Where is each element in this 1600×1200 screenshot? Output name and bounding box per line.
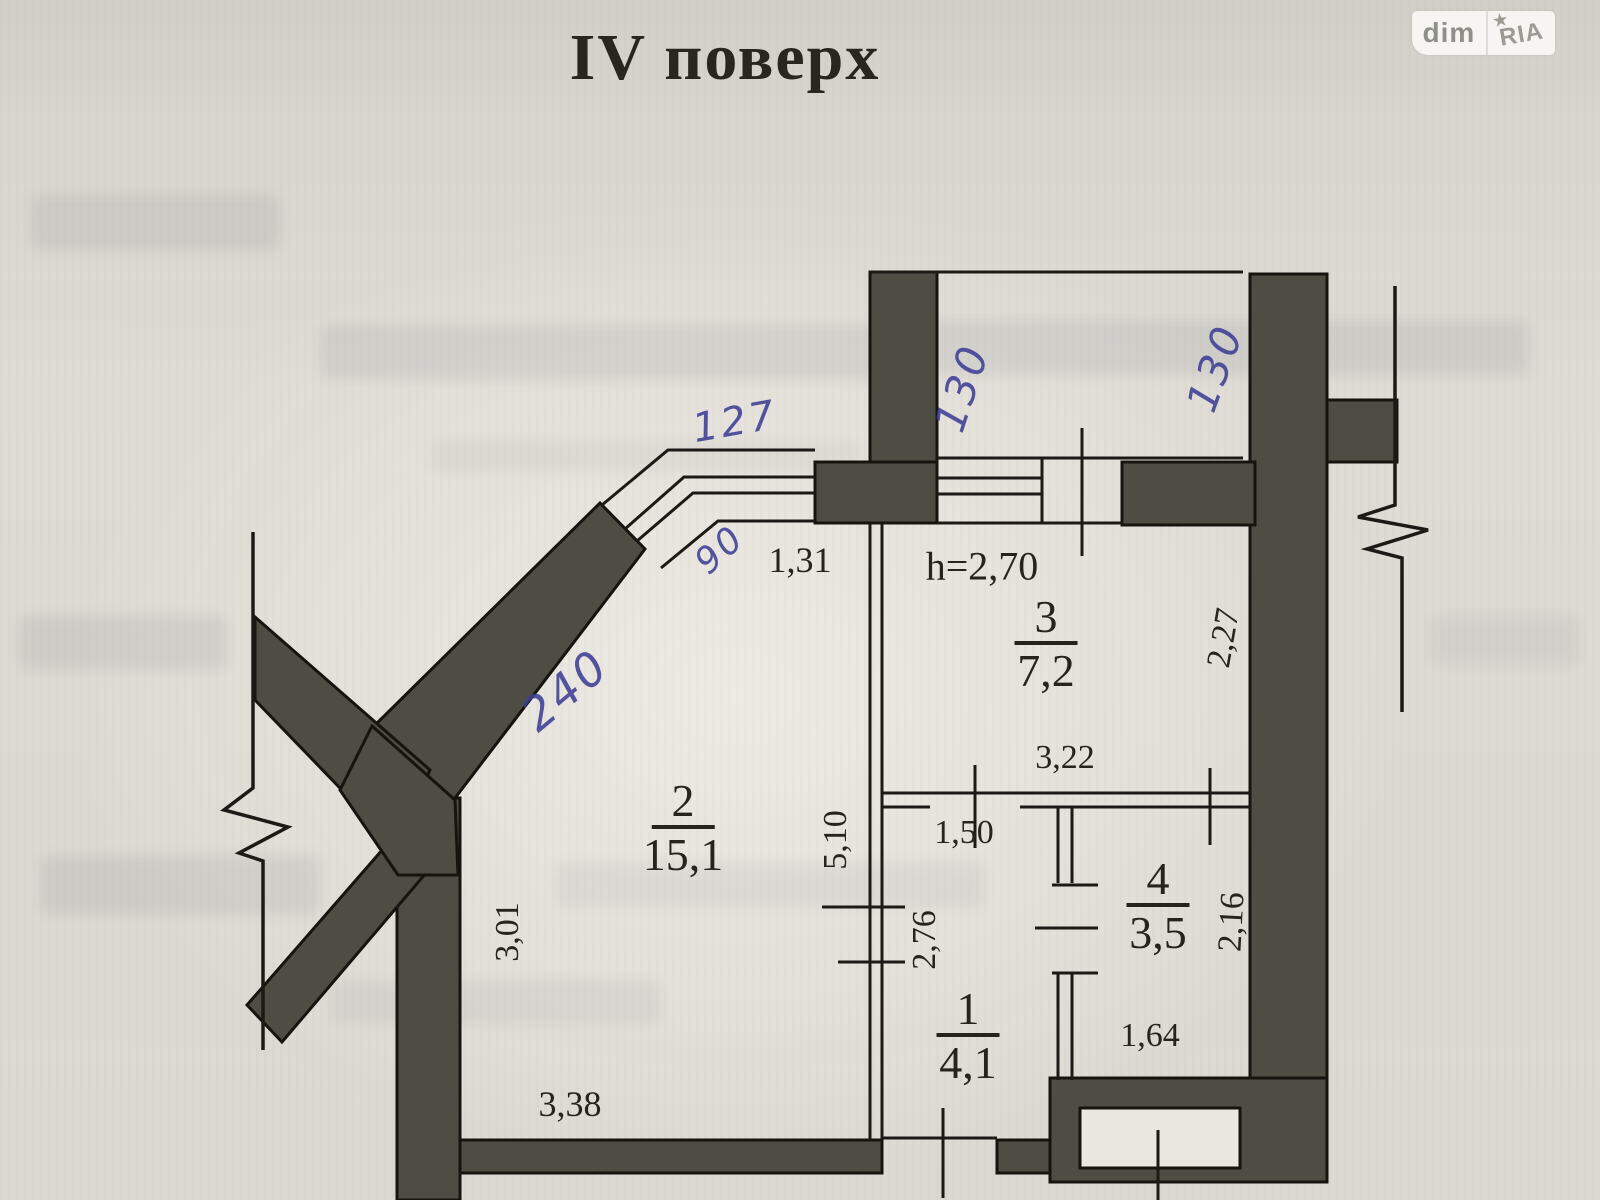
- door-ticks: [822, 765, 1212, 1200]
- dimension-label-5-10: 5,10: [817, 810, 854, 870]
- corner-window-line: [601, 448, 815, 507]
- exterior-walls: [244, 270, 1399, 1200]
- page-title: IV поверх: [569, 21, 881, 94]
- room-number: 4: [1126, 855, 1190, 907]
- right-break-line: [1357, 286, 1429, 712]
- balcony-left-pier-wall: [868, 270, 939, 464]
- logo-divider: [1485, 11, 1488, 55]
- dimension-label-2-76: 2,76: [906, 910, 943, 970]
- interior-partitions: [868, 523, 1250, 1140]
- room-label-kitchen: 3 7,2: [1014, 593, 1078, 698]
- diagonal-wall-junction: [338, 723, 460, 877]
- dim-ria-logo: dim ★RIA: [1412, 11, 1555, 55]
- bleed-through-smudge: [30, 195, 280, 250]
- room-number: 3: [1014, 593, 1078, 645]
- right-exterior-wall: [1248, 272, 1329, 1184]
- dimension-label-1-31: 1,31: [768, 540, 832, 580]
- bleed-through-smudge: [430, 440, 860, 472]
- dimension-label-3-38: 3,38: [538, 1084, 602, 1124]
- dimension-label-1-50: 1,50: [934, 814, 994, 851]
- room-number: 2: [651, 777, 715, 829]
- bleed-through-smudge: [40, 855, 320, 915]
- corner-window-line: [636, 491, 815, 543]
- dimension-label-1-64: 1,64: [1120, 1017, 1180, 1054]
- dimension-label-3-01: 3,01: [489, 902, 526, 962]
- dimension-label-2-16: 2,16: [1211, 891, 1252, 953]
- bottom-wall-left: [458, 1138, 884, 1175]
- left-break-line: [220, 532, 293, 1050]
- corner-window-sill-line: [660, 519, 815, 570]
- corner-window-line: [624, 475, 815, 531]
- logo-dim-text: dim: [1422, 17, 1476, 48]
- balcony-door-wall-slab: [1120, 460, 1257, 527]
- ceiling-height-label: h=2,70: [925, 543, 1039, 589]
- duct-niche: [1078, 1106, 1242, 1170]
- right-wall-protrusion: [1325, 398, 1399, 464]
- room-area: 3,5: [1129, 906, 1187, 958]
- wall-break-lines: [220, 286, 1429, 1050]
- bleed-through-smudge: [330, 980, 660, 1024]
- bleed-through-smudge: [320, 325, 880, 380]
- bleed-through-smudge: [930, 320, 1530, 375]
- balcony-left-pier-base-wall: [813, 460, 939, 525]
- bleed-through-smudge: [555, 862, 985, 908]
- windows-and-balcony-lines: [601, 270, 1243, 570]
- bleed-through-smudge: [18, 615, 228, 670]
- room-area: 4,1: [939, 1036, 997, 1088]
- room-area: 7,2: [1017, 644, 1075, 696]
- room-number: 1: [936, 985, 1000, 1037]
- dimension-label-3-22: 3,22: [1035, 739, 1095, 776]
- room-label-living-room: 2 15,1: [642, 777, 724, 882]
- room-label-hallway: 1 4,1: [936, 985, 1000, 1090]
- room-area: 15,1: [642, 828, 724, 880]
- room-label-bathroom: 4 3,5: [1126, 855, 1190, 960]
- bleed-through-smudge: [1430, 615, 1580, 665]
